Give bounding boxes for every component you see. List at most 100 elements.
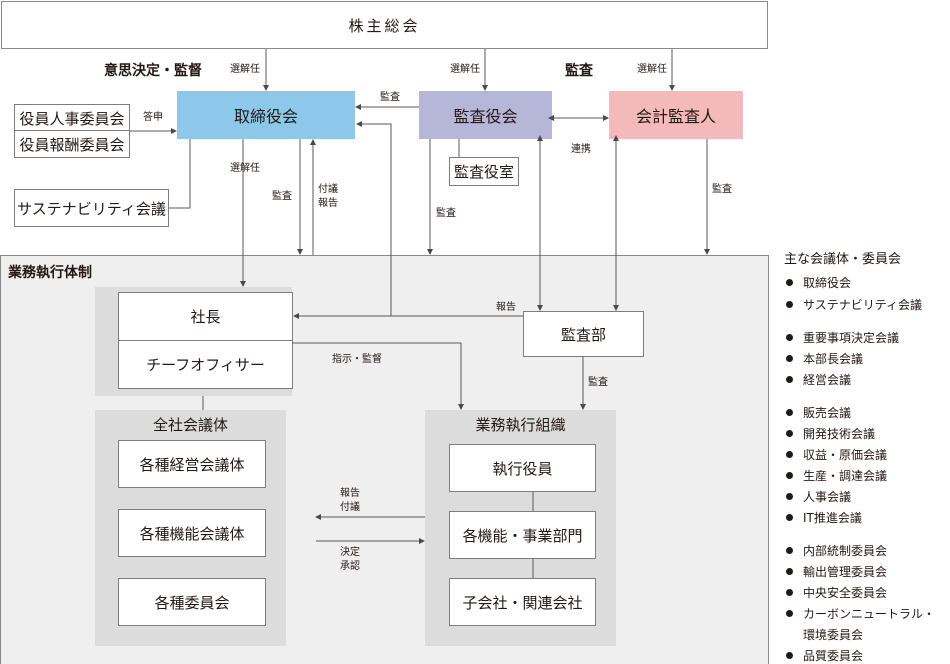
bullet-icon — [786, 451, 793, 458]
audit-header: 監査 — [565, 63, 593, 79]
mgmt-councils-box[interactable]: 各種経営会議体 — [118, 440, 266, 488]
audit-office-box[interactable]: 監査役室 — [449, 157, 519, 186]
label-audit-to-board: 監査 — [380, 92, 400, 103]
bullet-icon — [786, 547, 793, 554]
bullet-icon — [786, 589, 793, 596]
legend-item: 開発技術会議 — [786, 425, 875, 442]
mgmt-councils-label: 各種経営会議体 — [139, 455, 245, 474]
legend-item-label: 輸出管理委員会 — [803, 565, 888, 579]
label-appoint-board: 選解任 — [230, 64, 260, 75]
legend-item-label: 品質委員会 — [803, 649, 864, 663]
label-agenda-report-2: 報告 — [318, 198, 338, 209]
bullet-icon — [786, 430, 793, 437]
label-report-up-2: 付議 — [340, 502, 360, 513]
bullet-icon — [786, 334, 793, 341]
bullet-icon — [786, 355, 793, 362]
legend-title: 主な会議体・委員会 — [784, 252, 902, 267]
label-audit-board-audit: 監査 — [436, 208, 456, 219]
legend-item-label: IT推進会議 — [803, 511, 862, 525]
legend-item-label: 本部長会議 — [803, 352, 864, 366]
internal-audit-box[interactable]: 監査部 — [523, 311, 644, 357]
board-label: 取締役会 — [233, 107, 298, 126]
bullet-icon — [786, 409, 793, 416]
label-appoint-audit-board: 選解任 — [450, 64, 480, 75]
legend-item: 経営会議 — [786, 371, 851, 388]
legend-item: 販売会議 — [786, 404, 851, 421]
board-of-directors-box[interactable]: 取締役会 — [177, 91, 355, 139]
bullet-icon — [786, 568, 793, 575]
shareholders-meeting-box[interactable]: 株主総会 — [1, 1, 768, 49]
legend-item: IT推進会議 — [786, 509, 862, 526]
audit-board-label: 監査役会 — [453, 107, 518, 126]
legend-item: 重要事項決定会議 — [786, 329, 899, 346]
legend-item-label: 環境委員会 — [803, 628, 864, 642]
label-board-audit: 監査 — [272, 191, 292, 202]
exec-officers-box[interactable]: 執行役員 — [449, 444, 596, 492]
sustainability-council-box[interactable]: サステナビリティ会議 — [14, 189, 169, 227]
company-councils-title: 全社会議体 — [152, 416, 228, 434]
func-councils-label: 各種機能会議体 — [139, 524, 245, 543]
func-councils-box[interactable]: 各種機能会議体 — [118, 509, 266, 557]
nomination-committee-label: 役員人事委員会 — [19, 109, 125, 128]
legend-item-label: サステナビリティ会議 — [803, 298, 923, 312]
chief-officers-label: チーフオフィサー — [146, 356, 265, 374]
legend-item: カーボンニュートラル・ — [786, 605, 935, 622]
chief-officers-box[interactable]: チーフオフィサー — [118, 340, 293, 389]
accounting-auditor-box[interactable]: 会計監査人 — [609, 91, 743, 139]
bullet-icon — [786, 376, 793, 383]
bullet-icon — [786, 493, 793, 500]
sustainability-council-label: サステナビリティ会議 — [17, 199, 166, 218]
legend-item-label: 開発技術会議 — [803, 427, 876, 441]
committees-box[interactable]: 各種委員会 — [118, 578, 266, 626]
legend-item: 中央安全委員会 — [786, 584, 887, 601]
bullet-icon — [786, 652, 793, 659]
legend-item-label: 生産・調達会議 — [803, 469, 888, 483]
label-decide-2: 承認 — [340, 561, 360, 572]
edge-sustainability — [169, 139, 191, 209]
label-appoint-auditor: 選解任 — [637, 64, 667, 75]
audit-office-label: 監査役室 — [453, 163, 514, 181]
committees-label: 各種委員会 — [154, 593, 230, 612]
bullet-icon — [786, 514, 793, 521]
label-internal-audit-org: 監査 — [588, 377, 608, 388]
label-agenda-report-1: 付議 — [318, 184, 338, 195]
legend-item-label: 中央安全委員会 — [803, 586, 888, 600]
legend-item: 品質委員会 — [786, 647, 863, 664]
legend-item: 生産・調達会議 — [786, 467, 887, 484]
internal-audit-label: 監査部 — [560, 325, 606, 344]
accounting-auditor-label: 会計監査人 — [635, 107, 716, 126]
label-committees-report: 答申 — [143, 112, 163, 123]
legend-item-label: カーボンニュートラル・ — [803, 607, 936, 621]
legend-item: 取締役会 — [786, 274, 851, 291]
execution-header: 業務執行体制 — [8, 265, 92, 281]
president-label: 社長 — [190, 308, 221, 326]
legend-item: 内部統制委員会 — [786, 542, 887, 559]
legend-item: 本部長会議 — [786, 350, 863, 367]
legend-item: 環境委員会 — [786, 626, 863, 643]
label-auditor-audit: 監査 — [712, 184, 732, 195]
legend-item: 収益・原価会議 — [786, 446, 887, 463]
legend-item-label: 経営会議 — [803, 373, 852, 387]
decision-header: 意思決定・監督 — [104, 63, 202, 79]
divisions-label: 各機能・事業部門 — [462, 526, 583, 545]
subsidiaries-box[interactable]: 子会社・関連会社 — [449, 578, 596, 626]
subsidiaries-label: 子会社・関連会社 — [462, 593, 583, 612]
exec-officers-label: 執行役員 — [492, 459, 553, 478]
remuneration-committee-box[interactable]: 役員報酬委員会 — [14, 130, 130, 158]
legend-item-label: 重要事項決定会議 — [803, 331, 900, 345]
president-box[interactable]: 社長 — [118, 292, 293, 341]
legend-item-label: 販売会議 — [803, 406, 852, 420]
audit-board-box[interactable]: 監査役会 — [419, 91, 552, 139]
legend-item: サステナビリティ会議 — [786, 296, 922, 313]
label-instruct: 指示・監督 — [332, 354, 382, 365]
legend-item-label: 人事会議 — [803, 490, 852, 504]
legend-item: 輸出管理委員会 — [786, 563, 887, 580]
divisions-box[interactable]: 各機能・事業部門 — [449, 511, 596, 559]
label-appoint-president: 選解任 — [230, 163, 260, 174]
nomination-committee-box[interactable]: 役員人事委員会 — [14, 104, 130, 132]
label-decide-1: 決定 — [340, 547, 360, 558]
bullet-icon — [786, 472, 793, 479]
label-cooperation: 連携 — [571, 144, 591, 155]
legend-item-label: 内部統制委員会 — [803, 544, 888, 558]
bullet-icon — [786, 279, 793, 286]
